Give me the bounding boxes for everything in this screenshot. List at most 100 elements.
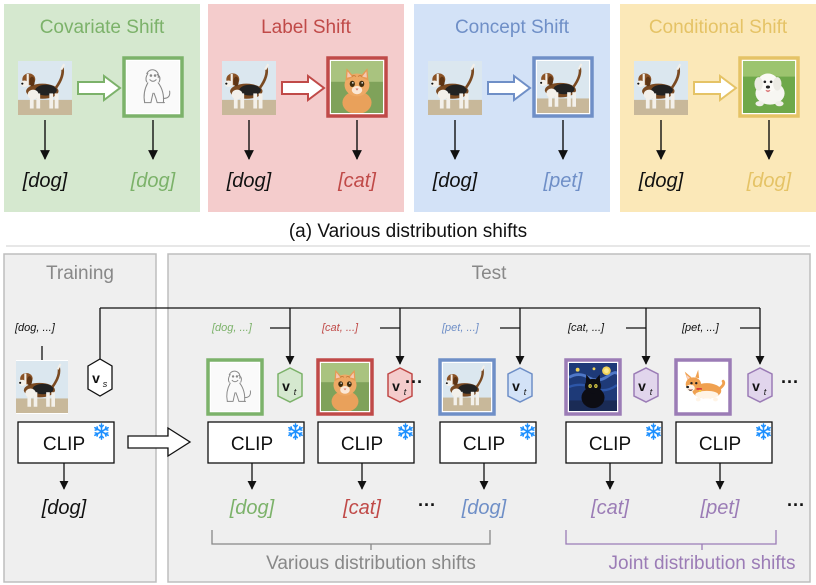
various-group-label: Various distribution shifts [266,553,476,574]
vt-token [507,367,533,403]
joint-bracket [565,530,777,545]
vt-subscript: t [404,387,407,397]
source-image-beagle [18,61,72,115]
test-image-frame [438,358,496,416]
source-image-beagle [634,61,688,115]
test-clip-label: CLIP [463,434,505,455]
vs-subscript: s [103,379,108,389]
training-vs-token: v s [87,358,113,397]
target-label: [pet] [543,170,583,192]
target-image-frame [326,56,388,118]
training-clip-box [17,421,115,464]
shift-arrow [77,74,122,102]
test-prompt: [cat, ...] [321,322,359,334]
vt-letter: v [752,378,760,394]
vt-subscript: t [524,387,527,397]
test-prompt: [pet, ...] [681,322,720,334]
vt-token [633,367,659,403]
shift-arrow [281,74,326,102]
vt-letter: v [512,378,520,394]
target-label: [cat] [337,170,376,192]
shift-panel-1: Covariate Shift [dog] [dog] [4,4,200,212]
test-prompt: [cat, ...] [567,322,605,334]
test-clip-box [207,421,305,464]
vt-letter: v [638,378,646,394]
training-title: Training [46,263,114,284]
test-clip-label: CLIP [699,434,741,455]
test-clip-label: CLIP [231,434,273,455]
target-label: [dog] [130,170,176,192]
source-image-beagle [222,61,276,115]
test-panel: Test [167,253,811,583]
vt-subscript: t [764,387,767,397]
target-label: [dog] [746,170,792,192]
shift-panel-3: Concept Shift [dog] [pet] [414,4,610,212]
vt-subscript: t [294,387,297,397]
target-image-frame [122,56,184,118]
test-image-frame [206,358,264,416]
test-clip-box [317,421,415,464]
shift-panel-title: Label Shift [261,17,352,38]
test-prompt: [dog, ...] [211,322,253,334]
train-to-test-arrow [127,426,192,458]
target-image-kitten [331,61,383,113]
training-prompt: [dog, ...] [14,322,56,334]
test-title: Test [472,263,508,284]
test-image-corgi-cartoon [679,363,727,411]
test-panel-bg [167,253,811,583]
joint-group: Joint distribution shifts [565,530,796,574]
ellipsis-1: ··· [405,372,423,392]
joint-group-label: Joint distribution shifts [609,553,796,574]
training-image-beagle [16,360,68,414]
training-panel: Training [3,253,157,583]
prompt-bus-lines [99,307,760,359]
test-image-frame [316,358,374,416]
test-image-frame [674,358,732,416]
ellipsis-3: ··· [418,495,436,515]
test-output: [pet] [700,497,740,519]
test-clip-label: CLIP [341,434,383,455]
vt-token [387,367,413,403]
shift-panel-title: Covariate Shift [40,17,165,38]
shift-panel-title: Concept Shift [455,17,570,38]
test-output: [dog] [461,497,507,519]
test-clip-box [565,421,663,464]
top-caption: (a) Various distribution shifts [289,221,527,242]
ellipsis-2: ··· [781,372,799,392]
ellipsis-4: ··· [787,495,805,515]
vt-subscript: t [650,387,653,397]
shift-arrow [693,74,738,102]
source-label: [dog] [638,170,684,192]
test-output: [dog] [229,497,275,519]
target-image-beagle [537,61,589,113]
training-clip-label: CLIP [43,434,85,455]
vt-letter: v [392,378,400,394]
target-image-frame [532,56,594,118]
test-image-frame [564,358,622,416]
training-output: [dog] [41,497,87,519]
test-image-beagle [443,363,491,411]
training-column: [dog, ...] v s CLIP [dog] [14,322,115,519]
top-shift-panels: Covariate Shift [dog] [dog] Label Shift [dog… [4,4,816,212]
shift-panel-title: Conditional Shift [649,17,788,38]
test-clip-box [675,421,773,464]
various-bracket [211,530,491,545]
source-label: [dog] [22,170,68,192]
source-label: [dog] [226,170,272,192]
test-clip-label: CLIP [589,434,631,455]
test-clip-box [439,421,537,464]
shift-arrow [487,74,532,102]
vt-token [747,367,773,403]
test-image-starry-cat [569,363,617,411]
target-image-white-puppy [743,61,795,113]
test-output: [cat] [590,497,629,519]
target-image-dog-sketch [127,61,179,113]
test-image-dog-sketch [211,363,259,411]
source-label: [dog] [432,170,478,192]
